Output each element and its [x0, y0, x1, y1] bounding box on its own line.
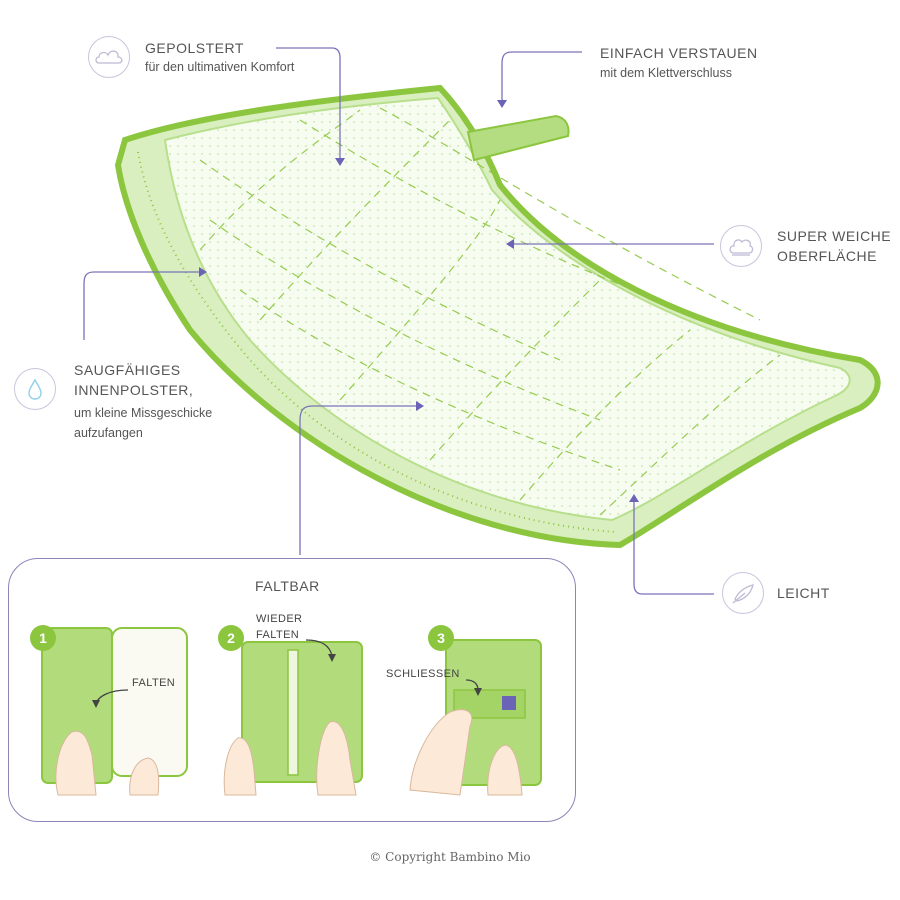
absorbent-title-line1: SAUGFÄHIGES [74, 362, 181, 378]
padded-title: GEPOLSTERT [145, 40, 244, 56]
soft-title-line2: OBERFLÄCHE [777, 248, 877, 264]
absorbent-subtitle-line2: aufzufangen [74, 426, 143, 440]
step-2-badge: 2 [218, 625, 244, 651]
step-1-label: FALTEN [132, 677, 176, 689]
step-3-label: SCHLIESSEN [386, 668, 460, 680]
soft-title-line1: SUPER WEICHE [777, 228, 892, 244]
light-title: LEICHT [777, 585, 830, 601]
padded-subtitle: für den ultimativen Komfort [145, 60, 295, 74]
step-1-badge: 1 [30, 625, 56, 651]
absorbent-title-line2: INNENPOLSTER, [74, 382, 194, 398]
feather-icon [722, 572, 764, 614]
fluffy-cloud-icon [720, 225, 762, 267]
step-2-label-line2: FALTEN [256, 629, 300, 641]
cloud-icon [88, 36, 130, 78]
store-title: EINFACH VERSTAUEN [600, 45, 758, 61]
foldable-title: FALTBAR [255, 578, 320, 594]
water-drop-icon [14, 368, 56, 410]
step-2-label-line1: WIEDER [256, 613, 303, 625]
copyright-text: © Copyright Bambino Mio [369, 850, 531, 864]
step-3-badge: 3 [428, 625, 454, 651]
absorbent-subtitle-line1: um kleine Missgeschicke [74, 406, 213, 420]
store-subtitle: mit dem Klettverschluss [600, 66, 732, 80]
